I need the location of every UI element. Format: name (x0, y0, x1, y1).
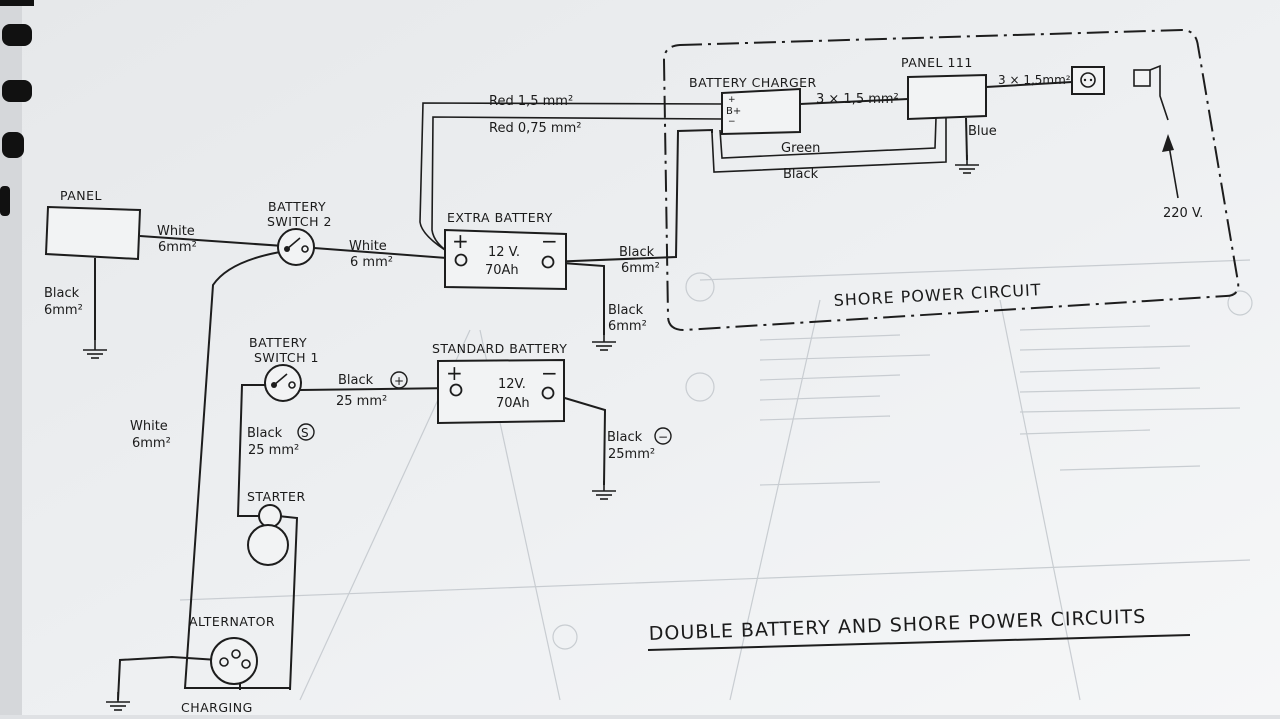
s-marker-icon (297, 423, 315, 441)
wire-label-panel-black-size: 6mm² (44, 303, 83, 318)
switch1-label-line2: SWITCH 1 (254, 350, 319, 365)
wire-label-switch1-black-size: 25 mm² (336, 394, 387, 409)
arrow-head-icon (1162, 134, 1174, 152)
extra-battery-label: EXTRA BATTERY (447, 210, 553, 225)
switch2-label-line2: SWITCH 2 (267, 214, 332, 229)
wire-marker-standard-neg: − (658, 430, 668, 444)
charger-minus-terminal: − (728, 117, 736, 127)
wire-label-panel-white-size: 6mm² (158, 240, 197, 255)
wire-label-extra-ground-size: 6mm² (608, 319, 647, 334)
wire-labels: White 6mm² Black 6mm² White 6 mm² White … (44, 73, 1071, 462)
wire-label-extra-charger-size: 6mm² (621, 261, 660, 276)
wire-label-charger-panel: 3 × 1,5 mm² (816, 92, 899, 107)
panel-111: PANEL 111 (901, 55, 987, 121)
extra-battery-capacity: 70Ah (485, 263, 519, 278)
plus-marker-icon (390, 371, 408, 389)
alternator: ALTERNATOR CHARGING (181, 614, 275, 715)
extra-battery: EXTRA BATTERY + − 12 V. 70Ah (444, 210, 567, 291)
title-underline (647, 634, 1191, 651)
battery-charger: BATTERY CHARGER + B+ − (689, 75, 817, 136)
wire-label-extra-charger: Black (619, 245, 655, 260)
mains-voltage-label: 220 V. (1163, 206, 1203, 221)
starter-motor: STARTER (247, 489, 306, 566)
wire-label-starter-black-size: 25 mm² (248, 443, 299, 458)
power-outlet-icon (1071, 66, 1105, 95)
battery-charger-label: BATTERY CHARGER (689, 75, 817, 90)
mains-plug-icon: 220 V. (1133, 64, 1203, 221)
wire-label-red-15: Red 1,5 mm² (489, 94, 573, 109)
wire-label-alternator-white-size: 6mm² (132, 436, 171, 451)
standard-battery-label: STANDARD BATTERY (432, 341, 567, 356)
wire-label-green: Green (781, 141, 820, 156)
wire-label-black: Black (783, 167, 819, 182)
wire-marker-starter: S (301, 426, 309, 440)
extra-battery-voltage: 12 V. (488, 245, 520, 260)
panel-label: PANEL (60, 188, 102, 203)
wires (94, 81, 1179, 701)
spiral-binding (0, 0, 34, 715)
wire-label-panel-outlet: 3 × 1,5mm² (998, 73, 1071, 87)
wire-label-starter-black: Black (247, 426, 283, 441)
wire-label-standard-neg-size: 25mm² (608, 447, 655, 462)
wire-label-switch2-white-size: 6 mm² (350, 255, 393, 270)
battery-switch-1: BATTERY SWITCH 1 (249, 335, 319, 402)
standard-battery-voltage: 12V. (498, 377, 526, 392)
wire-label-red-075: Red 0,75 mm² (489, 121, 581, 136)
switch1-label-line1: BATTERY (249, 335, 307, 350)
battery-switch-2: BATTERY SWITCH 2 (267, 199, 332, 266)
wire-label-panel-black: Black (44, 286, 80, 301)
extra-battery-plus: + (452, 229, 469, 253)
wire-label-standard-neg: Black (607, 430, 643, 445)
panel-box: PANEL (44, 188, 142, 261)
switch2-label-line1: BATTERY (268, 199, 326, 214)
wire-label-blue: Blue (968, 124, 997, 139)
starter-label: STARTER (247, 489, 306, 504)
wire-label-switch2-white: White (349, 239, 387, 254)
wire-label-alternator-white: White (130, 419, 168, 434)
wire-label-panel-white: White (157, 224, 195, 239)
wire-label-extra-ground: Black (608, 303, 644, 318)
charger-plus-terminal: + (728, 95, 736, 105)
standard-battery-minus: − (541, 361, 558, 385)
alternator-label: ALTERNATOR (189, 614, 275, 629)
charger-bplus-terminal: B+ (726, 106, 741, 117)
minus-marker-icon (654, 427, 672, 445)
standard-battery-plus: + (446, 361, 463, 385)
wire-marker-switch1: + (394, 374, 404, 388)
shore-power-enclosure (662, 28, 1240, 332)
background-ghost-drawing (179, 259, 1253, 701)
wire-label-switch1-black: Black (338, 373, 374, 388)
standard-battery: STANDARD BATTERY + − 12V. 70Ah (432, 341, 567, 425)
extra-battery-minus: − (541, 229, 558, 253)
charging-label: CHARGING (181, 700, 253, 715)
panel-111-label: PANEL 111 (901, 55, 973, 70)
standard-battery-capacity: 70Ah (496, 396, 530, 411)
